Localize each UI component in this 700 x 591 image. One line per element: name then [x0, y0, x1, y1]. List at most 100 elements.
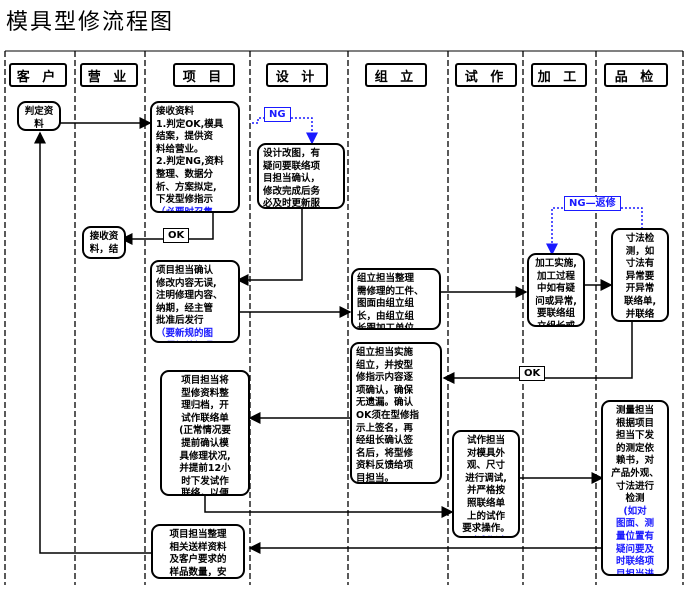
box-text-line: 中如有疑 [536, 283, 575, 295]
box-text-line: 长跟加工单位 [357, 323, 415, 330]
box-text-line: 目担当进 [615, 568, 654, 576]
box-text-line: 项目担当确认 [156, 265, 214, 276]
box-text-line: 时联络项 [615, 556, 654, 568]
box-text-line: 目担当确认， [263, 173, 321, 185]
box-text-line: （必要时召集 [156, 206, 214, 213]
lane-header-project: 项 目 [173, 63, 235, 87]
box-text-line: 名后，将型修 [356, 447, 414, 459]
box-text-line: 判定资 [24, 106, 54, 117]
box-text-line: 理归档，开 [181, 400, 229, 412]
box-text-line: 图面由组立组 [357, 298, 415, 310]
box-text-line: 型修资料整 [181, 387, 229, 399]
lane-header-assembly: 组 立 [365, 63, 427, 87]
box-text-line: 下发型修指示 [156, 194, 214, 206]
box-text-line: 长，由组立组 [357, 310, 415, 322]
box-text-line: 的测定依 [615, 442, 654, 454]
box-text-line: 观、尺寸 [466, 460, 505, 472]
box-text-line: 联络单, [623, 295, 657, 307]
project-archive-box: 项目担当将型修资料整理归档，开试作联络单(正常情况要提前确认模具修理状况,并提前… [160, 370, 250, 496]
box-text-line: OK须在型修指 [356, 409, 419, 421]
machining-box: 加工实施,加工过程中如有疑问或异常,要联络组立组长或 [527, 253, 585, 327]
box-text-line: 示上签名，再 [356, 422, 414, 434]
box-text-line: 结案，提供资 [156, 131, 214, 143]
box-text-line: 组立担当整理 [357, 273, 415, 284]
box-text-line: 寸法检 [625, 233, 655, 244]
box-text-line: 立组长或 [536, 320, 575, 327]
box-text-line: 测量担当 [615, 405, 654, 416]
box-text-line: 样品数量，安 [169, 566, 227, 578]
box-text-line: 图面、测 [615, 518, 654, 530]
box-text-line: 根据项目 [615, 417, 654, 429]
sales-receive-box: 接收资料，结 [82, 226, 126, 259]
trial-box: 试作担当对模具外观、尺寸进行调试,并严格按照联络单上的试作要求操作。（试作过程中… [452, 430, 520, 538]
box-text-line: 需修理的工件、 [357, 285, 424, 297]
customer-judge-box: 判定资料 [17, 101, 61, 131]
project-confirm-box: 项目担当确认修改内容无误,注明修理内容、纳期，经主管批准后发行（要新规的图面须经… [150, 260, 240, 343]
box-text-line: 试作担当 [466, 435, 505, 446]
lane-header-machining: 加 工 [531, 63, 587, 87]
project-final-box: 项目担当整理相关送样资料及客户要求的样品数量，安 [151, 524, 245, 579]
box-text-line: 测，如 [625, 245, 655, 257]
box-text-line: 并提前12小 [179, 463, 231, 475]
box-text-line: 组立组 [617, 321, 663, 322]
box-text-line: 修指示内容逐 [356, 372, 414, 384]
box-text-line: 经组长确认签 [356, 435, 414, 447]
box-text-line: 检测 [625, 493, 645, 505]
box-text-line: 修改内容无误, [156, 277, 217, 289]
ok-tag-qc: OK [519, 366, 546, 381]
box-text-line: 疑问要及 [615, 543, 654, 555]
box-text-line: 并严格按 [466, 485, 505, 497]
box-text-line: 对模具外 [466, 447, 505, 459]
box-text-line: 2.判定NG,资料 [156, 156, 224, 168]
page-title: 模具型修流程图 [6, 10, 175, 35]
box-text-line: 量位置有 [615, 530, 654, 542]
box-text-line: 整理、数据分 [156, 168, 214, 180]
design-change-box: 设计改图，有疑问要联络项目担当确认，修改完成后务必及时更新服 [257, 143, 345, 209]
box-text-line: 进行调试, [465, 472, 507, 484]
lane-header-customer: 客 户 [9, 63, 67, 87]
lane-header-sales: 营 业 [80, 63, 138, 87]
box-text-line: 联络，以便 [181, 488, 229, 496]
box-text-line: 寸法有 [625, 258, 655, 270]
box-text-line: 1.判定OK,模具 [156, 118, 224, 130]
lane-header-qc: 品 检 [604, 63, 668, 87]
box-text-line: 产品外观、 [611, 467, 659, 479]
box-text-line: 料 [34, 118, 44, 130]
box-text-line: 担当下发 [615, 430, 654, 442]
box-text-line: 修改完成后务 [263, 185, 321, 197]
box-text-line: 接收资料 [156, 106, 195, 117]
box-text-line: 赖书，对 [615, 455, 654, 467]
box-text-line: 开异常 [625, 283, 655, 295]
box-text-line: 及客户要求的 [169, 554, 227, 566]
box-text-line: 析、方案拟定, [156, 181, 217, 193]
box-text-line: 接收资 [89, 231, 119, 242]
box-text-line: 照联络单 [466, 497, 505, 509]
box-text-line: 并联络 [625, 308, 655, 320]
box-text-line: 目担当。 [356, 472, 395, 484]
box-text-line: 疑问要联络项 [263, 160, 321, 172]
ng-return-tag: NG—返修 [564, 196, 621, 211]
box-text-line: （要新规的图 [156, 327, 214, 339]
box-text-line: 组立，并按型 [356, 359, 414, 371]
box-text-line: 加工实施, [535, 258, 577, 269]
box-text-line: （试作过 [458, 536, 514, 537]
lane-header-trial: 试 作 [455, 63, 517, 87]
box-text-line: (如对 [623, 505, 647, 517]
box-text-line: 料，结 [89, 243, 119, 255]
qc-measure-box: 测量担当根据项目担当下发的测定依赖书，对产品外观、寸法进行检测(如对图面、测量位… [601, 400, 669, 576]
box-text-line: 资料反馈给项 [356, 460, 414, 472]
assembly-organize-box: 组立担当整理需修理的工件、图面由组立组长，由组立组长跟加工单位 [351, 268, 441, 330]
box-text-line: 注明修理内容、 [156, 290, 223, 302]
box-text-line: 项目担当整理 [169, 529, 227, 540]
box-text-line: 料给营业。 [156, 143, 204, 155]
ng-tag: NG [264, 107, 291, 122]
box-text-line: 无遗漏。确认 [356, 397, 414, 409]
box-text-line: 要求操作。 [462, 523, 510, 535]
box-text-line: 设计改图，有 [263, 148, 321, 159]
lane-header-design: 设 计 [266, 63, 328, 87]
box-text-line: 项确认，确保 [356, 384, 414, 396]
box-text-line: 问或异常, [535, 295, 577, 307]
